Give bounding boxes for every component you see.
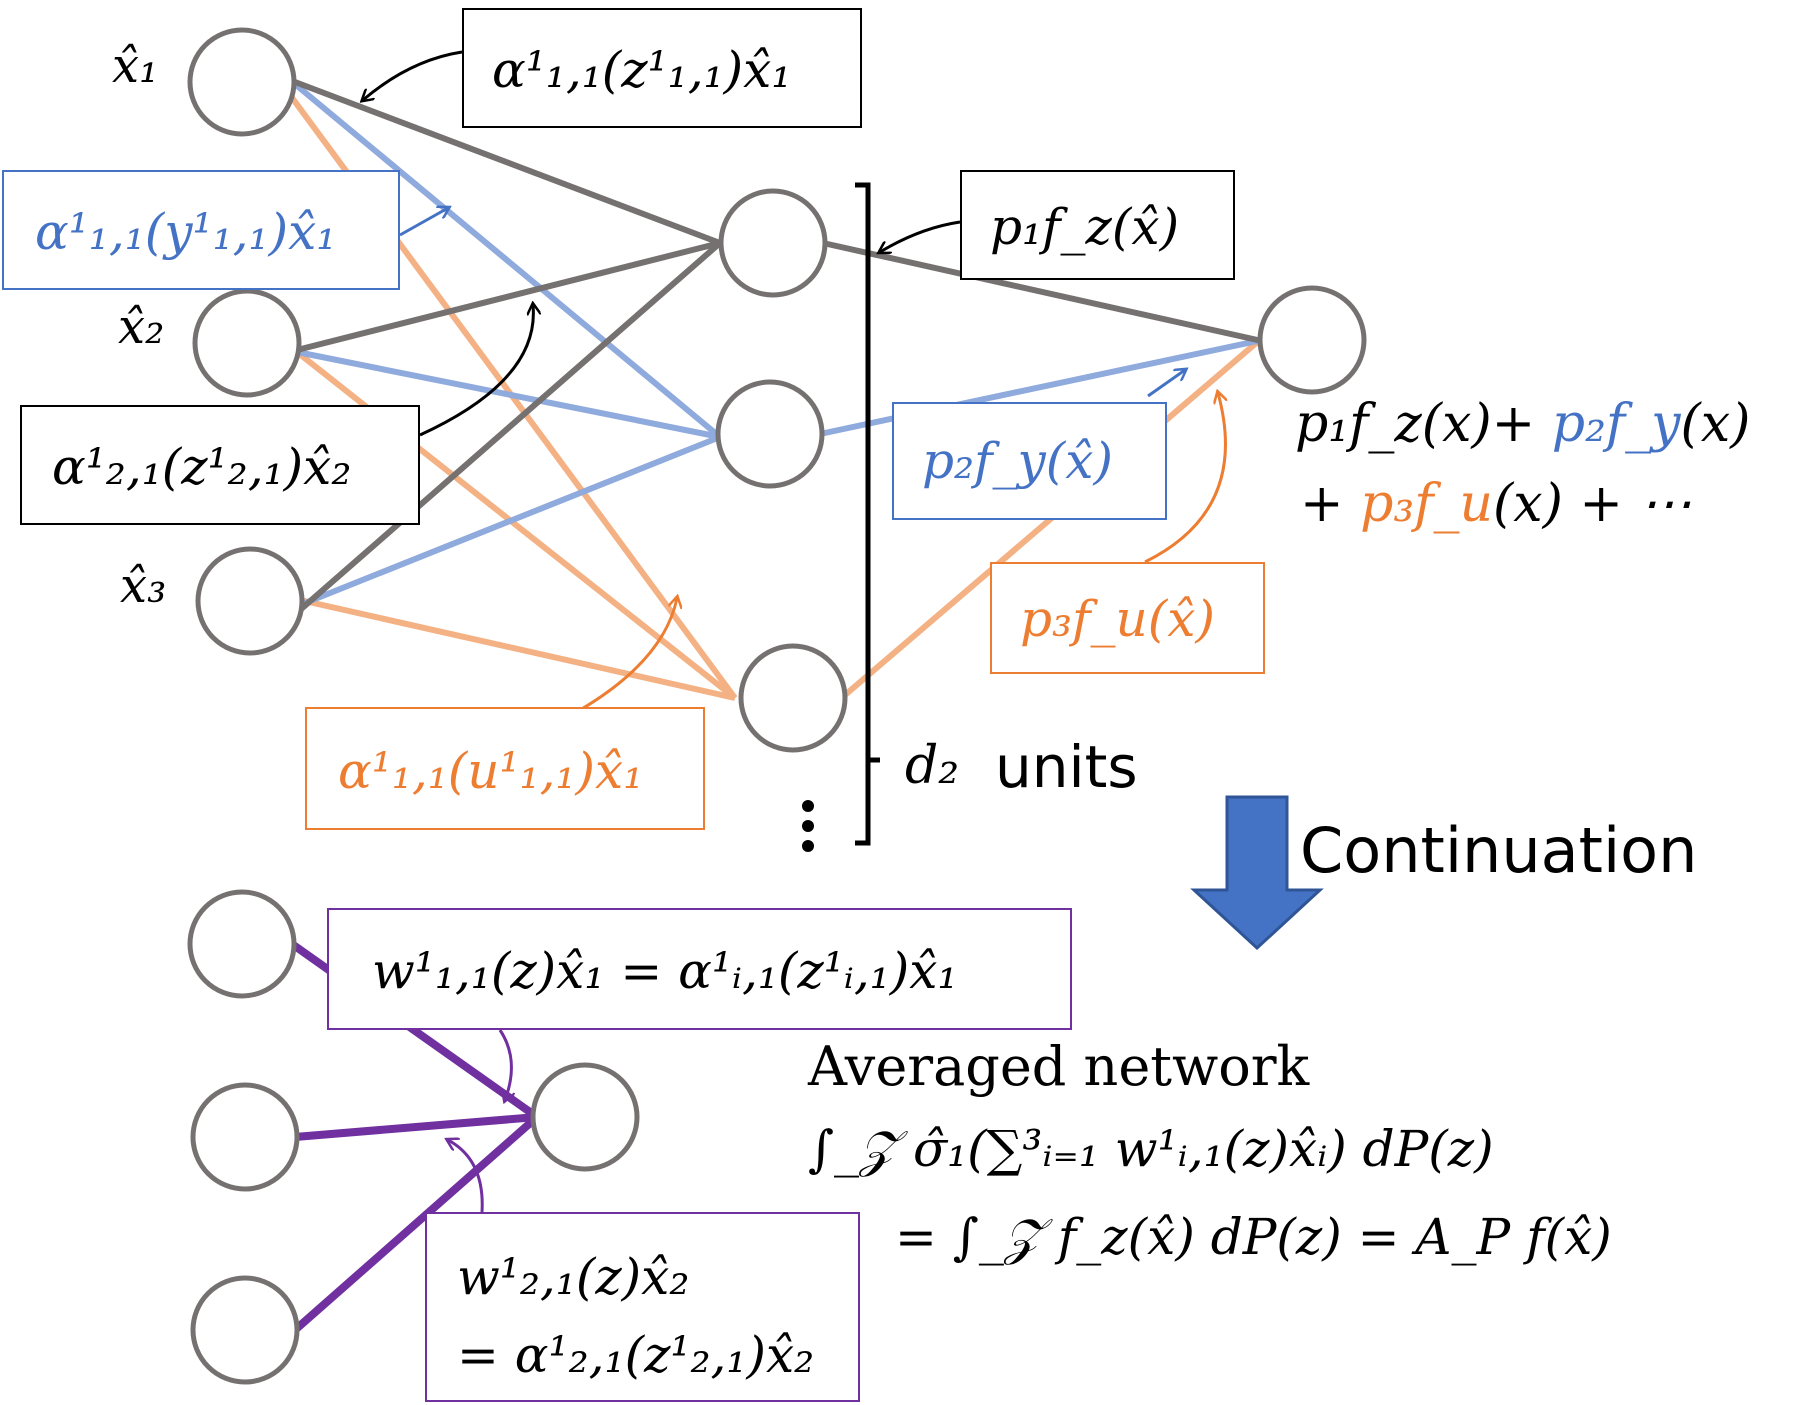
output-formula-line1: p₁f_z(x)+ p₂f_y(x) [1295,398,1750,450]
avg-hidden-node [530,1062,640,1172]
arrow-w21 [448,1140,484,1213]
hidden-node-2 [715,379,825,489]
text-alpha-u11: α¹₁,₁(u¹₁,₁)x̂₁ [338,742,644,800]
arrow-alpha-z11 [363,50,463,100]
text-alpha-z11: α¹₁,₁(z¹₁,₁)x̂₁ [492,41,792,99]
text-alpha-y11: α¹₁,₁(y¹₁,₁)x̂₁ [35,203,337,261]
edge-x2-h2-blue [296,349,721,440]
hidden-layer-bracket [855,182,880,846]
input-label-x1: x̂₁ [112,38,159,94]
hidden-node-3 [738,643,848,753]
box-alpha-u11 [305,707,705,830]
avg-input-node-3 [190,1275,300,1385]
blue-edges [288,77,1263,608]
box-p1fz [960,170,1235,280]
input-node-x1 [187,27,297,137]
arrow-p1fz [880,220,961,252]
input-label-x3: x̂₃ [120,558,167,614]
node-group-bottom [187,889,640,1385]
text-p3fu: p₃f_u(x̂) [1020,590,1215,648]
box-w21 [425,1212,860,1402]
continuation-arrow [1190,795,1324,951]
arrow-p3fu [1144,393,1225,564]
edge-x1-h2-blue [288,77,722,440]
text-w21-line1: w¹₂,₁(z)x̂₂ [457,1248,690,1306]
box-p2fy [892,402,1167,520]
edge-x2-h1-gray [296,240,721,353]
output-plus: + [1300,474,1344,534]
output-node [1257,285,1367,395]
continuation-label: Continuation [1300,814,1698,887]
vertical-ellipsis [802,800,814,852]
arrow-alpha-y11 [399,208,448,237]
box-alpha-z11 [462,8,862,128]
box-alpha-z21 [20,405,420,525]
text-p2fy: p₂f_y(x̂) [922,432,1114,490]
output-term-p2-tail: (x) [1680,394,1751,454]
text-alpha-z21: α¹₂,₁(z¹₂,₁)x̂₂ [52,438,352,496]
arrow-w11 [498,1029,511,1100]
input-label-x2: x̂₂ [118,299,165,355]
edge-bottom-3 [292,1113,540,1334]
output-formula-line2: + p₃f_u(x) + ⋯ [1300,478,1692,530]
averaged-formula-1: ∫_𝒵 σ̂₁(∑³ᵢ₌₁ w¹ᵢ,₁(z)x̂ᵢ) dP(z) [808,1120,1494,1178]
box-alpha-y11 [2,170,400,290]
units-label: units [995,733,1138,801]
edge-x1-h1-gray [293,79,722,246]
output-term-p1: p₁f_z(x)+ [1295,394,1536,454]
edge-x3-h2-blue [298,434,722,608]
avg-input-node-1 [187,889,297,999]
text-w21-line2: = α¹₂,₁(z¹₂,₁)x̂₂ [457,1326,815,1384]
output-term-p3: p₃f_u [1360,474,1493,534]
units-symbol: d₂ [905,736,960,796]
hidden-node-1 [718,188,828,298]
output-term-p3-tail: (x) + ⋯ [1492,474,1692,534]
box-p3fu [990,562,1265,674]
input-node-x2 [192,288,302,398]
node-group-top [187,27,1367,753]
text-p1fz: p₁f_z(x̂) [990,198,1180,256]
edge-h1-out-gray [822,240,1263,344]
averaged-formula-2: = ∫_𝒵 f_z(x̂) dP(z) = A_P f(x̂) [895,1208,1612,1266]
output-term-p2: p₂f_y [1551,394,1681,454]
averaged-title: Averaged network [808,1035,1310,1098]
input-node-x3 [195,546,305,656]
arrow-p2fy [1147,370,1185,398]
box-w11 [327,908,1072,1030]
text-w11: w¹₁,₁(z)x̂₁ = α¹ᵢ,₁(z¹ᵢ,₁)x̂₁ [372,942,958,1000]
arrow-alpha-z21 [419,305,533,437]
gray-edges [293,79,1263,613]
edge-x3-h1-gray [298,240,722,613]
avg-input-node-2 [190,1082,300,1192]
edge-x3-h3-orange [299,597,736,701]
edge-bottom-2 [294,1113,538,1141]
